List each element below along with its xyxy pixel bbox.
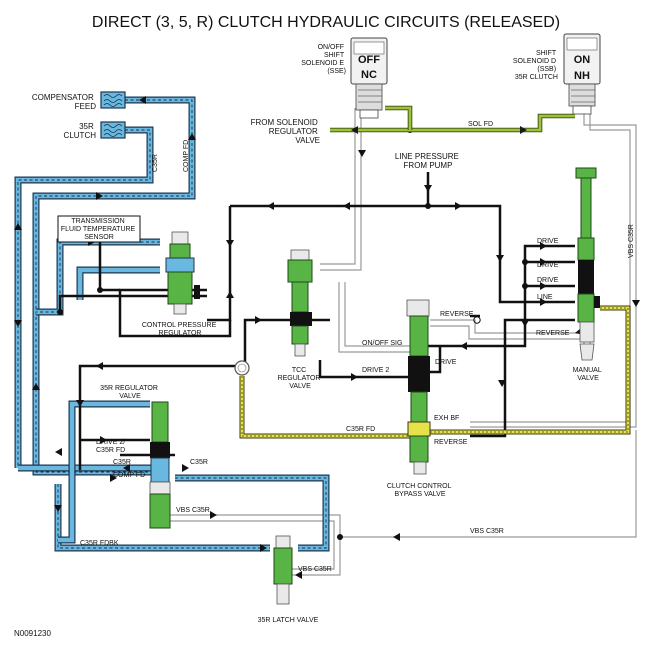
drive2-c35r-fd-l1: DRIVE 2/ [96,439,125,446]
drive2-c35r-fd-label: DRIVE 2/ C35R FD [96,439,127,454]
solenoid-d: ON NH SHIFT SOLENOID D (SSB) 35R CLUTCH [513,33,601,115]
control-pressure-regulator-valve [165,231,200,315]
drive-label-1: DRIVE [537,238,559,245]
c35r-mid-label: C35R [190,459,208,466]
tft-label-l1: TRANSMISSION [71,218,124,225]
from-solenoid-label-l3: VALVE [295,136,320,145]
35r-regulator-valve [149,401,171,529]
tcc-label-l3: VALVE [289,383,311,390]
tft-label-l3: SENSOR [84,234,114,241]
c35r-vertical-label: C35R [152,154,159,172]
sse-label: ON/OFF SHIFT SOLENOID E (SSE) [301,44,346,75]
line-pressure-label-l1: LINE PRESSURE [395,152,459,161]
sol-fd-circuit [330,105,575,134]
manual-valve-label: MANUAL VALVE [573,367,604,382]
exh-bf-label: EXH BF [434,415,459,422]
35r-reg-label-l2: VALVE [119,393,141,400]
clutch-control-bypass-valve-label: CLUTCH CONTROL BYPASS VALVE [387,483,453,498]
sol-fd-label: SOL FD [468,121,493,128]
reverse-right-label: REVERSE [536,330,570,337]
vbs-c35r-latch-label: VBS C35R [298,566,332,573]
drive-ccbv-label: DRIVE [435,359,457,366]
line-pressure-label: LINE PRESSURE FROM PUMP [395,152,461,170]
solenoid-e: OFF NC ON/OFF SHIFT SOLENOID E (SSE) [301,37,388,119]
clutch-35r-label-l2: CLUTCH [64,131,97,140]
c35r-comp-fd-circuit [14,96,330,552]
drive2-c35r-fd-l2: C35R FD [96,447,125,454]
ssd-state-top: ON [574,54,591,66]
control-pressure-regulator-label: CONTROL PRESSURE REGULATOR [142,322,218,337]
clutch-35r-label: 35R CLUTCH [64,122,97,140]
ssd-label-line3: (SSB) [537,66,556,73]
from-solenoid-label-l2: REGULATOR [269,127,318,136]
c35r-fd-label: C35R FD [346,426,375,433]
cpr-label-l2: REGULATOR [159,330,202,337]
clutch-control-bypass-valve [406,299,431,475]
sse-label-line2: SHIFT [324,52,345,59]
ccbv-label-l1: CLUTCH CONTROL [387,483,452,490]
on-off-sig-label: ON/OFF SIG [362,340,402,347]
ssd-label: SHIFT SOLENOID D (SSB) 35R CLUTCH [513,50,558,81]
c35r-fdbk-label: C35R FDBK [80,540,119,547]
tcc-regulator-valve [287,249,313,357]
manual-valve [575,167,600,361]
35r-reg-label-l1: 35R REGULATOR [100,385,158,392]
ssd-label-line2: SOLENOID D [513,58,556,65]
compensator-feed-label-l1: COMPENSATOR [32,93,94,102]
reverse-ccbv-label: REVERSE [434,439,468,446]
35r-latch-valve [273,535,293,605]
comp-fd-bottom-label: COMP FD [113,472,145,479]
ssd-state-bottom: NH [574,70,590,82]
clutch-35r-label-l1: 35R [79,122,94,131]
flow-arrows [14,96,640,579]
ssd-label-line1: SHIFT [536,50,557,57]
sse-state-top: OFF [358,54,380,66]
figure-id: N0091230 [14,629,51,638]
from-solenoid-label-l1: FROM SOLENOID [251,118,318,127]
tft-sensor [57,215,141,250]
sse-state-bottom: NC [361,69,377,81]
clutch-35r-box [100,121,126,139]
vbs-c35r-mid-label: VBS C35R [176,507,210,514]
manual-valve-label-l1: MANUAL [573,367,602,374]
drive-label-3: DRIVE [537,277,559,284]
tft-sensor-label: TRANSMISSION FLUID TEMPERATURE SENSOR [61,218,137,241]
line-label: LINE [537,294,553,301]
manual-valve-label-l2: VALVE [577,375,599,382]
cpr-label-l1: CONTROL PRESSURE [142,322,217,329]
tcc-regulator-label: TCC REGULATOR VALVE [278,367,323,390]
tft-label-l2: FLUID TEMPERATURE [61,226,136,233]
c35r-fd-circuit [234,305,631,439]
vbs-c35r-long-label: VBS C35R [470,528,504,535]
c35r-left-label: C35R [113,459,131,466]
sse-label-line3: SOLENOID E [301,60,344,67]
reverse-top-label: REVERSE [440,311,474,318]
sse-label-line1: ON/OFF [318,44,344,51]
diagram-title: DIRECT (3, 5, R) CLUTCH HYDRAULIC CIRCUI… [92,14,560,31]
labels: COMPENSATOR FEED 35R CLUTCH COMP FD C35R… [14,93,635,638]
drive2-label: DRIVE 2 [362,367,389,374]
from-solenoid-regulator-valve-label: FROM SOLENOID REGULATOR VALVE [251,118,320,145]
tcc-label-l2: REGULATOR [278,375,321,382]
vbs-c35r-right-label: VBS C35R [628,224,635,258]
line-pressure-label-l2: FROM PUMP [404,161,453,170]
compensator-feed-label-l2: FEED [75,102,97,111]
comp-fd-label: COMP FD [183,140,190,172]
35r-regulator-valve-label: 35R REGULATOR VALVE [100,385,160,400]
ccbv-label-l2: BYPASS VALVE [395,491,446,498]
compensator-feed-label: COMPENSATOR FEED [32,93,96,111]
35r-latch-valve-label: 35R LATCH VALVE [258,617,319,624]
sse-label-line4: (SSE) [327,68,346,75]
ssd-label-line4: 35R CLUTCH [515,74,558,81]
tcc-label-l1: TCC [292,367,306,374]
drive-label-2: DRIVE [537,262,559,269]
compensator-feed-box [100,91,126,109]
